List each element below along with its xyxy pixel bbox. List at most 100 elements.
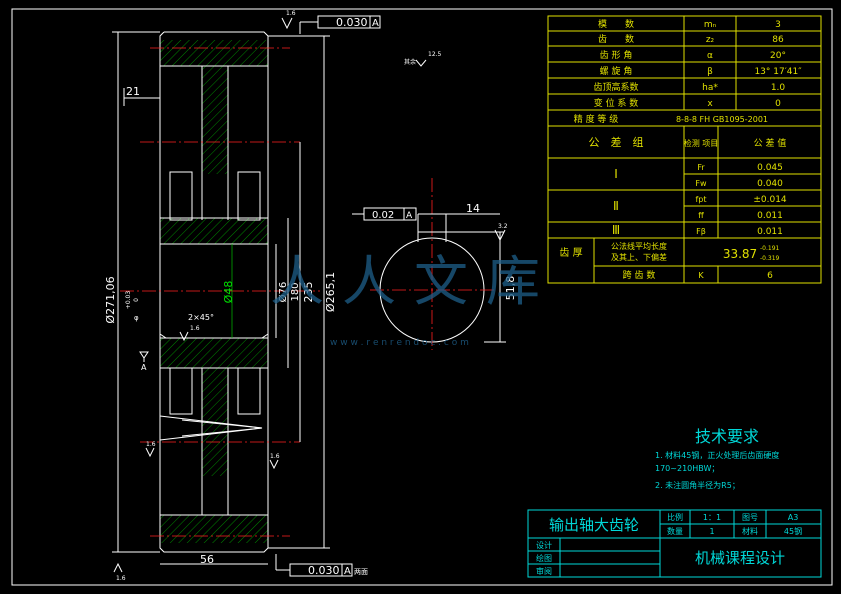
web-top-hatch [202, 66, 228, 174]
thickness-desc-1: 公法线平均长度 [611, 241, 667, 251]
param-name-2: 齿 形 角 [600, 49, 633, 61]
span-sym: K [698, 271, 704, 280]
param-name-4: 齿顶高系数 [593, 81, 638, 93]
tech-req-title: 技术要求 [695, 427, 759, 446]
param-sym-2: α [707, 51, 713, 61]
chamfer-label: 2×45° [188, 313, 214, 322]
drawing-name: 输出轴大齿轮 [549, 516, 639, 534]
group-label-1: Ⅱ [613, 199, 619, 213]
group-0-val-0: 0.045 [757, 163, 783, 173]
param-val-6: 8-8-8 FH GB1095-2001 [676, 115, 768, 124]
group-2-sym-0: Fβ [696, 227, 706, 236]
thickness-upper: -0.191 [760, 245, 780, 252]
symmetry-tol: 0.02 [372, 210, 394, 221]
runout-bottom: 0.030 [308, 564, 340, 577]
tol-header: 公 差 值 [754, 137, 787, 149]
group-0-sym-1: Fw [695, 179, 707, 188]
param-name-6: 精 度 等 级 [574, 113, 619, 125]
param-val-4: 1.0 [771, 83, 786, 93]
rough-2: 1.6 [146, 441, 156, 448]
param-sym-4: ha* [702, 83, 718, 93]
param-name-5: 变 位 系 数 [594, 97, 639, 109]
group-2-val-0: 0.011 [757, 227, 783, 237]
group-1-val-0: ±0.014 [753, 195, 787, 205]
thickness-val: 33.87 [723, 247, 757, 261]
hub-bottom-hatch [160, 338, 268, 368]
dim-76: Ø76 [277, 282, 289, 303]
material-label: 材料 [742, 526, 758, 536]
dim-48: Ø48 [222, 281, 235, 304]
tol-left-bottom: 0 [133, 298, 140, 302]
thickness-lower: -0.319 [760, 255, 780, 262]
dim-56: 56 [200, 553, 214, 566]
param-sym-1: z₂ [706, 35, 715, 45]
draw-label: 绘图 [536, 553, 552, 563]
material-val: 45钢 [784, 526, 802, 536]
param-sym-0: mₙ [704, 20, 717, 30]
param-val-2: 20° [770, 51, 786, 61]
watermark-url: w w w . r e n r e n d o c . c o m [330, 338, 469, 348]
watermark-text: 人人文库 [270, 250, 558, 313]
drawing-no-label: 图号 [742, 513, 758, 522]
runout-top-datum: A [372, 18, 379, 29]
scale-label: 比例 [667, 512, 683, 522]
keyway-depth: 51,8 [504, 276, 517, 301]
drawing-no-val: A3 [788, 513, 799, 522]
bottom-note: 两面 [354, 568, 368, 576]
tech-req-line1: 1. 材料45钢，正火处理后齿面硬度 [655, 450, 779, 460]
param-val-1: 86 [772, 35, 784, 45]
dim-265: Ø265,1 [324, 272, 337, 312]
gear-section-view [112, 15, 427, 577]
left-mark: φ [134, 314, 139, 322]
rim-top-hatch [160, 40, 268, 66]
design-label: 设计 [536, 540, 552, 550]
param-val-5: 0 [775, 99, 781, 109]
datum-left: A [141, 363, 147, 372]
param-val-3: 13° 17′41″ [754, 67, 802, 77]
group-label-0: Ⅰ [614, 167, 618, 181]
qty-val: 1 [709, 527, 714, 536]
hub-rough: 3.2 [498, 223, 508, 230]
span-val: 6 [767, 271, 773, 281]
thickness-label: 齿 厚 [559, 247, 582, 259]
rim-bottom-hatch [160, 515, 268, 543]
rough-general-label: 其余 [404, 58, 416, 66]
thickness-desc-2: 及其上、下偏差 [611, 252, 667, 262]
keyway-width: 14 [466, 202, 480, 215]
param-name-0: 模 数 [598, 18, 634, 30]
hub-top-hatch [160, 218, 268, 244]
tech-req-line2: 170~210HBW； [655, 464, 719, 473]
dim-271: Ø271,06 [104, 276, 117, 323]
group-0-val-1: 0.040 [757, 179, 783, 189]
span-label: 跨 齿 数 [623, 269, 656, 281]
check-header: 检测 项目 [684, 138, 719, 148]
rough-5: 1.6 [116, 575, 126, 582]
rough-1: 1.6 [286, 10, 296, 17]
dim-21: 21 [126, 85, 140, 98]
rough-4: 1.6 [190, 325, 200, 332]
param-name-1: 齿 数 [598, 33, 634, 45]
dim-180: 180 [290, 282, 301, 301]
dim-235: 235 [302, 282, 315, 303]
title-block [527, 509, 822, 578]
gear-params-table [547, 15, 822, 284]
symmetry-datum: A [406, 211, 413, 221]
group-0-sym-0: Fr [697, 163, 705, 172]
group-1-sym-0: fpt [695, 195, 706, 204]
runout-top: 0.030 [336, 16, 368, 29]
param-name-3: 螺 旋 角 [600, 65, 633, 77]
tol-left-top: +0.03 [125, 291, 132, 310]
group-label-2: Ⅲ [612, 223, 620, 237]
hub-end-view [352, 178, 506, 350]
rough-3: 1.6 [270, 453, 280, 460]
tech-req-line3: 2. 未注圆角半径为R5； [655, 480, 740, 490]
course-title: 机械课程设计 [695, 549, 785, 567]
review-label: 审阅 [536, 566, 552, 576]
sheet-frame [11, 8, 833, 586]
group-1-val-1: 0.011 [757, 211, 783, 221]
param-val-0: 3 [775, 20, 781, 30]
qty-label: 数量 [667, 526, 683, 536]
scale-val: 1：1 [703, 513, 721, 522]
group-header: 公 差 组 [589, 135, 644, 149]
